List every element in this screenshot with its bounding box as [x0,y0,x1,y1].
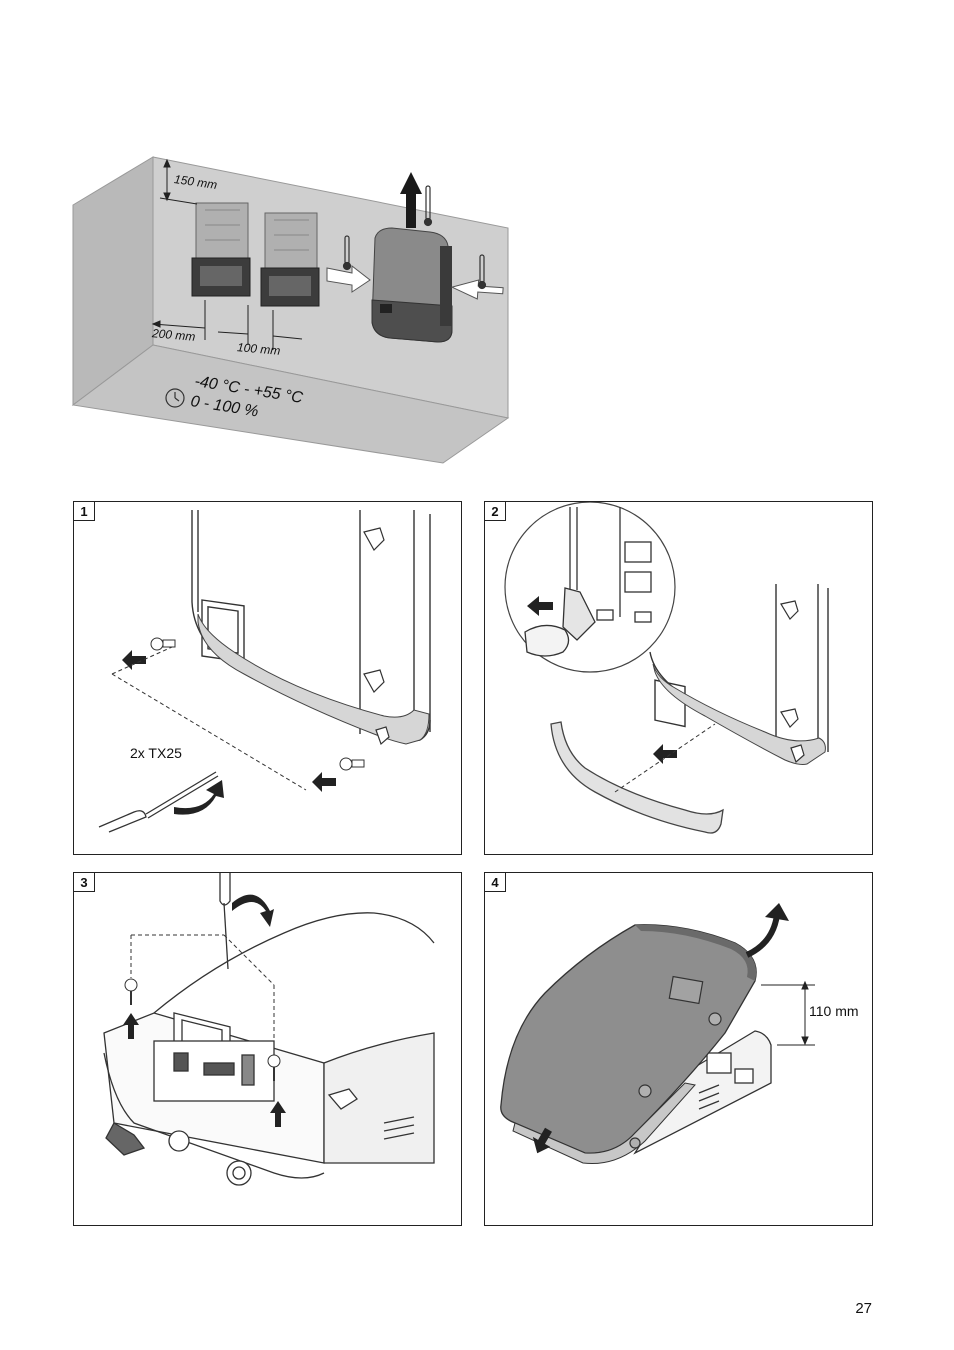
arrow-2-icon [532,1127,552,1154]
step-3-panel: 3 [73,872,462,1226]
tool-label: 2x TX25 [130,745,182,761]
corner-clip-icon [363,527,390,746]
climate-clock-icon [165,388,185,408]
arrow-2-icon [270,1101,286,1127]
mounting-bracket-1 [191,202,251,297]
hot-air-up-arrow [400,172,422,228]
wall-illustration [71,156,510,464]
rotate-arrow-icon [174,780,224,815]
arrow-1-icon [123,1013,139,1039]
step-number: 3 [74,873,95,892]
step-number: 1 [74,502,95,521]
screw-2-icon [267,1054,281,1081]
vent-grille [383,1116,415,1140]
step-number: 2 [485,502,506,521]
corner-clip-icon [780,600,805,764]
arrow-1-icon [527,596,553,616]
screw-1-icon [124,978,138,1005]
step-3-illustration [103,873,435,1186]
cover-body [500,924,757,1154]
screw-1-icon [150,637,176,651]
arrow-2-icon [653,744,677,764]
front-cover-icon [550,721,724,834]
page-number: 27 [855,1300,872,1317]
vent-grille [698,1084,720,1110]
step-2-illustration [504,502,829,834]
lift-arrow-icon [745,903,789,958]
arrow-2-icon [312,772,336,792]
airflow-arrows [326,264,504,300]
inverter-device [371,227,453,343]
screwdriver-icon [98,771,219,833]
step-4-illustration [500,903,815,1165]
screw-2-icon [339,757,365,771]
thermometer-icons [342,185,487,290]
rotate-arrow-icon [232,894,274,927]
step-2-panel: 2 [484,501,873,855]
step-4-panel: 4 110 mm [484,872,873,1226]
arrow-1-icon [122,650,146,670]
step-number: 4 [485,873,506,892]
lift-height-label: 110 mm [809,1003,859,1019]
installation-clearance-figure: 150 mm 200 mm 100 mm -40 °C - +55 °C 0 -… [0,0,954,480]
step-1-panel: 1 2x TX25 [73,501,462,855]
mounting-bracket-2 [260,212,320,307]
corner-clip-icon [327,1088,358,1110]
step-1-illustration [98,510,431,833]
screwdriver-icon [219,873,231,970]
